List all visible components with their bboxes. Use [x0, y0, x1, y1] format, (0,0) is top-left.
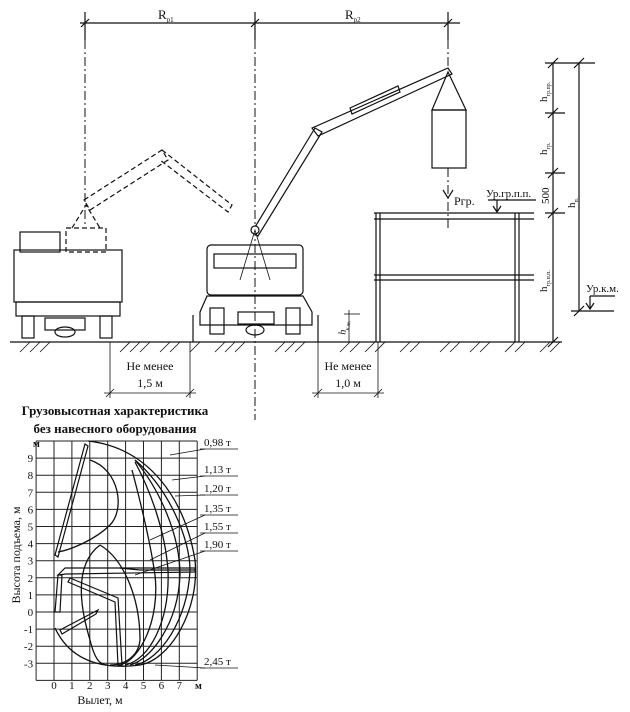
chart-subtitle: без навесного оборудования [34, 421, 197, 436]
x-tick-label: 3 [105, 680, 111, 692]
y-tick-label: -1 [24, 624, 33, 636]
height-dimensions: Ур.к.м. hгр.пр. hгр. 500 hгр.п.п. hп. hк… [337, 57, 619, 348]
building-frame: Ур.гр.п.п. [374, 188, 536, 342]
x-tick-label: 2 [87, 680, 93, 692]
y-axis-label: Высота подъема, м [9, 506, 23, 604]
y-tick-label: 4 [28, 539, 34, 551]
level-floor-label: Ур.гр.п.п. [486, 188, 531, 200]
y-tick-label: -2 [24, 641, 33, 653]
capacity-label: 0,98 т [204, 437, 231, 449]
y-tick-label: 1 [28, 590, 34, 602]
svg-text:hгр.: hгр. [538, 142, 552, 155]
h-lift-label: h [566, 202, 578, 208]
gap-500-label: 500 [540, 187, 552, 204]
load-height-chart: Грузовысотная характеристика без навесно… [9, 403, 238, 707]
curve-2-45t [99, 544, 141, 666]
capacity-label: 1,13 т [204, 464, 231, 476]
svg-text:hп.: hп. [566, 197, 580, 208]
x-unit: м [195, 681, 202, 692]
capacity-leader [134, 550, 206, 576]
svg-text:Rp1: Rp1 [158, 7, 174, 24]
y-tick-label: -3 [24, 658, 34, 670]
y-tick-label: 6 [28, 504, 34, 516]
chart-title: Грузовысотная характеристика [22, 403, 209, 418]
capacity-leader [171, 475, 206, 481]
h-load-label: h [538, 149, 550, 155]
level-crane-label: Ур.к.м. [586, 283, 619, 295]
y-tick-label: 8 [28, 470, 34, 482]
crane-truck-center [192, 67, 453, 342]
clearance-right-line1: Не менее [325, 359, 372, 373]
curve-0-98t [54, 440, 197, 667]
capacity-leader [154, 664, 206, 669]
curve-1-20t [129, 459, 181, 666]
h-floor-label: h [538, 286, 550, 292]
clearance-right: Не менее 1,0 м [312, 342, 384, 398]
svg-text:hк.м.: hк.м. [337, 319, 352, 336]
svg-text:hгр.п.п.: hгр.п.п. [538, 270, 552, 292]
capacity-curves [54, 440, 197, 667]
clearance-left-line1: Не менее [127, 359, 174, 373]
clearance-right-line2: 1,0 м [335, 376, 361, 390]
x-tick-label: 6 [159, 680, 165, 692]
capacity-label: 1,35 т [204, 503, 231, 515]
capacity-labels: 0,98 т 1,13 т 1,20 т 1,35 т 1,55 т 1,90 т 2,45… [134, 437, 238, 669]
x-tick-label: 4 [123, 680, 129, 692]
crane-truck-left [13, 149, 233, 339]
x-tick-label: 5 [141, 680, 147, 692]
load-label: Ргр. [454, 194, 475, 208]
x-tick-label: 0 [51, 680, 57, 692]
svg-text:Rp2: Rp2 [345, 7, 361, 24]
capacity-leader [149, 532, 206, 561]
boom-positions [54, 443, 196, 666]
load-bag: Ргр. [431, 70, 475, 230]
curve-1-90t [57, 459, 119, 553]
capacity-label: 1,90 т [204, 539, 231, 551]
curve-1-55t [119, 469, 157, 666]
ground [10, 341, 562, 353]
y-tick-label: 5 [28, 522, 34, 534]
y-tick-label: 3 [28, 556, 34, 568]
capacity-label: 1,20 т [204, 483, 231, 495]
y-unit: м [33, 439, 40, 450]
clearance-left: Не менее 1,5 м [104, 342, 196, 398]
h-crane-label: h [337, 329, 349, 336]
rp2-label: R [345, 7, 354, 22]
capacity-leader [149, 514, 206, 541]
radius-dimension: Rp1 Rp2 [80, 7, 460, 40]
capacity-leader [169, 448, 206, 456]
rp1-label: R [158, 7, 167, 22]
y-tick-label: 2 [28, 573, 34, 585]
y-tick-label: 9 [28, 453, 34, 465]
y-tick-label: 7 [28, 487, 34, 499]
clearance-left-line2: 1,5 м [137, 376, 163, 390]
h-load-above-label: h [538, 96, 550, 102]
svg-text:hгр.пр.: hгр.пр. [538, 81, 552, 102]
x-axis-label: Вылет, м [77, 693, 123, 707]
capacity-label: 2,45 т [204, 656, 231, 668]
x-tick-label: 7 [177, 680, 183, 692]
x-tick-label: 1 [69, 680, 75, 692]
y-tick-label: 0 [28, 607, 34, 619]
capacity-label: 1,55 т [204, 521, 231, 533]
